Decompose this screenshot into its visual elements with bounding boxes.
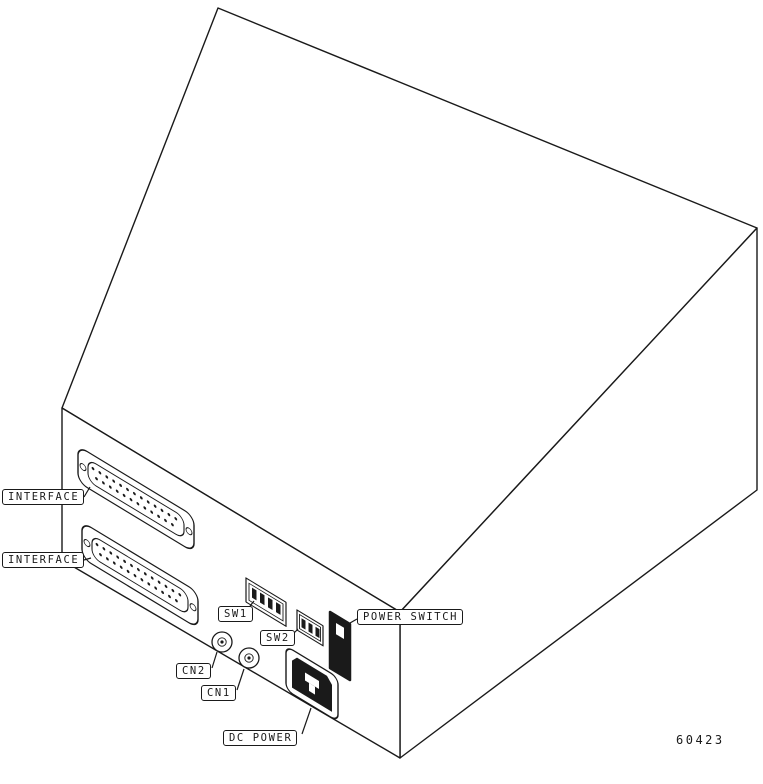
callout-cn1: CN1 <box>201 685 236 701</box>
dip-switch-sw1 <box>245 577 287 627</box>
pointer-line-cn2 <box>211 651 218 669</box>
dc-power-inlet <box>285 648 339 720</box>
connector-cn1 <box>238 647 260 669</box>
dip-switch-sw2 <box>296 609 324 647</box>
pointer-line-interface-bottom <box>83 557 92 561</box>
interface-connector-top <box>77 449 195 550</box>
pointer-line-power-switch <box>349 618 358 624</box>
connector-cn2 <box>211 631 233 653</box>
pointer-line-sw1 <box>249 600 255 607</box>
pin-row-top <box>91 466 178 521</box>
callout-sw2: SW2 <box>260 630 295 646</box>
pointer-line-interface-top <box>83 486 91 498</box>
callout-sw1: SW1 <box>218 606 253 622</box>
callout-dc-power: DC POWER <box>223 730 298 746</box>
callout-interface-bottom: INTERFACE <box>2 552 85 568</box>
pointer-line-cn1 <box>236 668 245 691</box>
figure-number: 60423 <box>676 733 725 747</box>
interface-connector-bottom <box>81 525 199 626</box>
callout-interface-top: INTERFACE <box>2 489 85 505</box>
power-switch-rocker <box>328 610 352 682</box>
pin-row-top <box>95 542 182 597</box>
pin-row-bottom <box>95 477 174 527</box>
callout-power-switch: POWER SWITCH <box>357 609 464 625</box>
pointer-line-dc-power <box>301 707 312 735</box>
callout-cn2: CN2 <box>176 663 211 679</box>
pin-row-bottom <box>99 553 178 603</box>
